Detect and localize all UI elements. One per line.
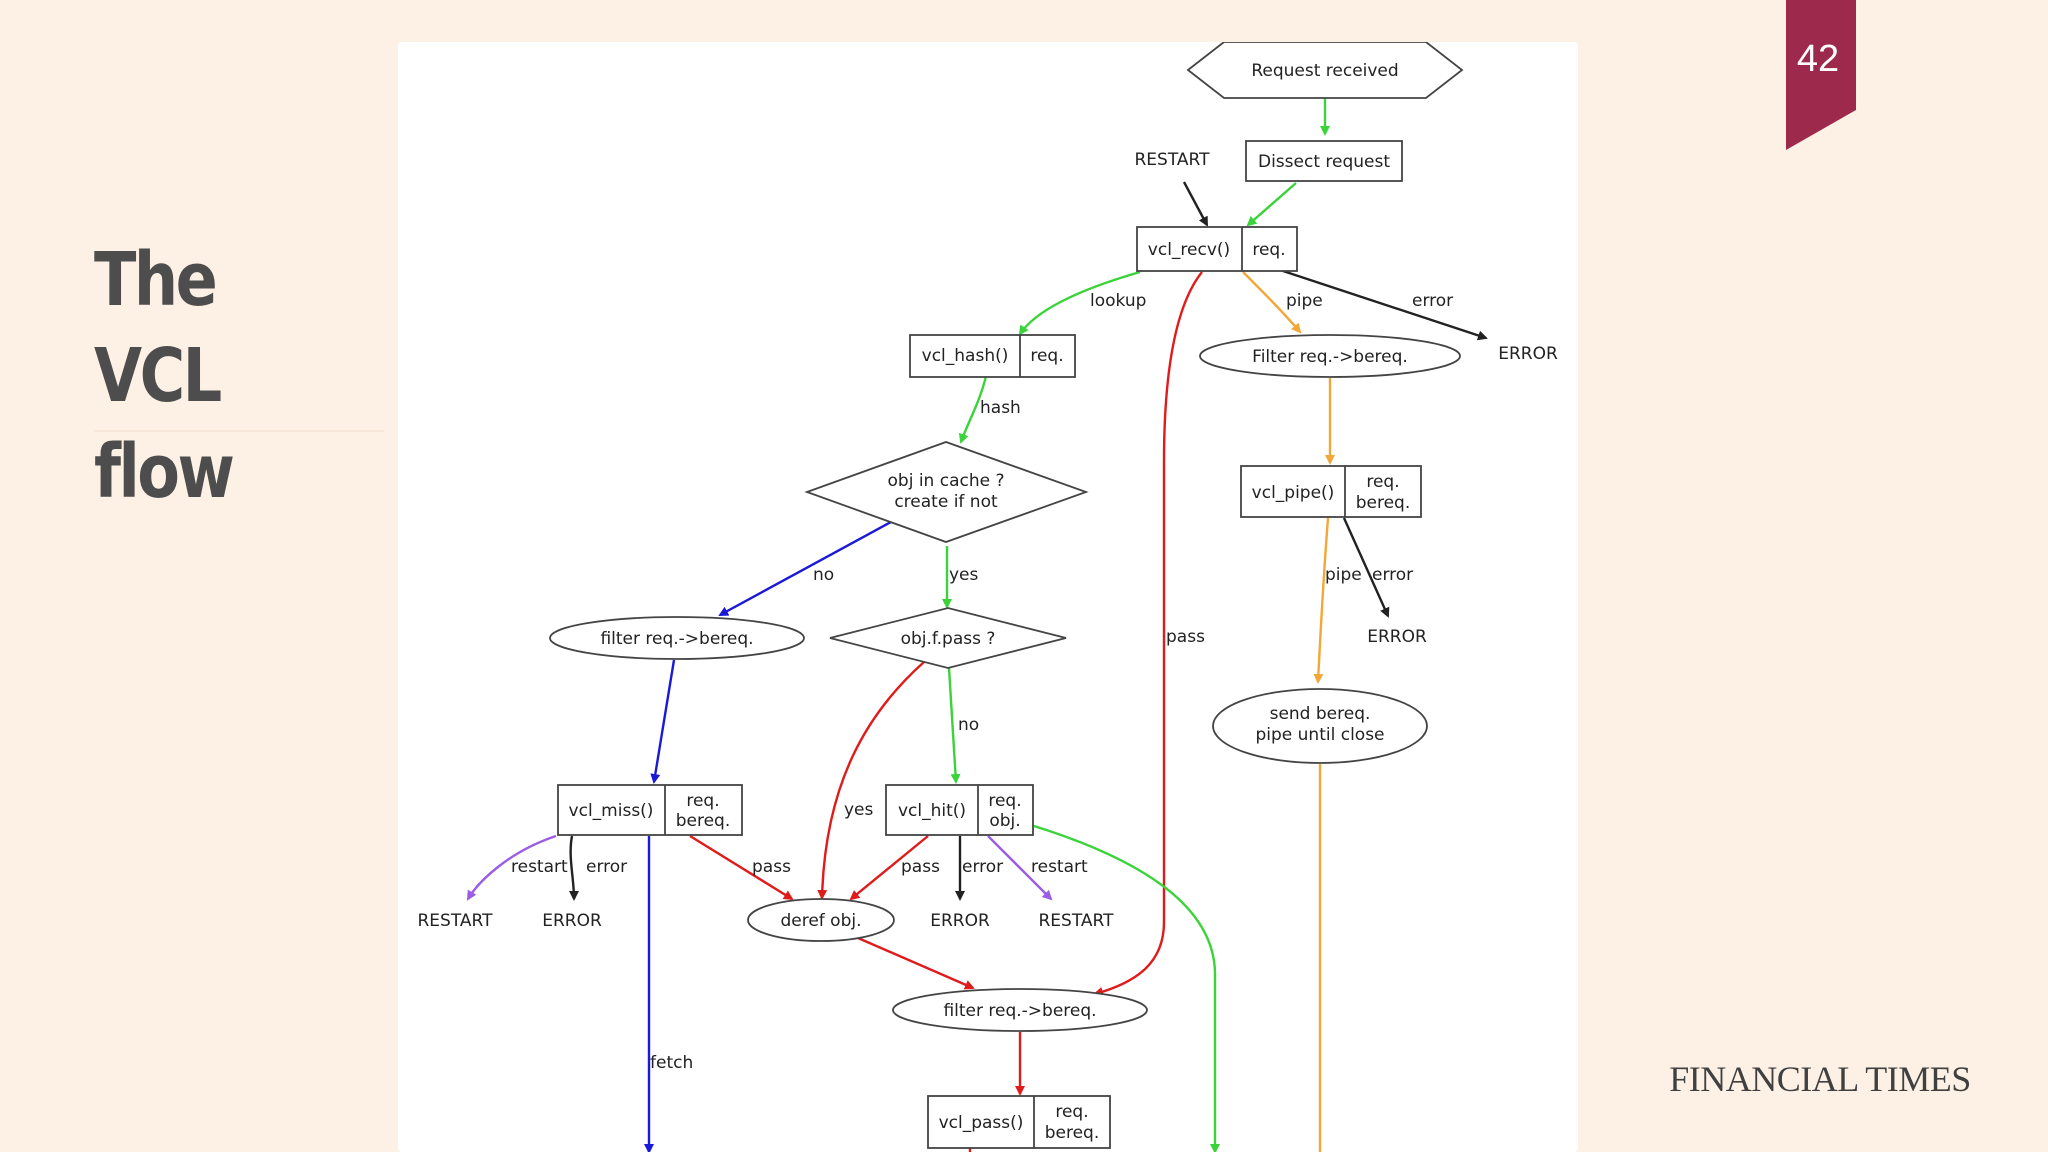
edge-pass-yes	[817, 661, 925, 900]
edge-label-error-pipe: error	[1372, 565, 1413, 585]
node-obj-in-cache-label-1: obj in cache ?	[888, 471, 1005, 491]
node-filter-pipe-label: Filter req.->bereq.	[1252, 347, 1408, 367]
node-deref-obj-label: deref obj.	[780, 911, 861, 931]
page-number: 42	[1796, 38, 1840, 80]
terminal-error-miss: ERROR	[542, 911, 602, 931]
title-divider	[94, 430, 384, 432]
terminal-restart-top: RESTART	[1135, 150, 1211, 170]
node-vcl-recv-label: vcl_recv()	[1148, 240, 1230, 260]
edge-label-no-pass: no	[958, 715, 979, 735]
node-vcl-hash	[909, 334, 1076, 378]
edge-hash	[958, 375, 988, 444]
terminal-restart-hit: RESTART	[1039, 911, 1115, 931]
edge-recv-lookup	[1018, 270, 1141, 336]
edge-label-restart-hit: restart	[1031, 857, 1088, 877]
node-vcl-recv-req-label: req.	[1252, 240, 1285, 260]
edge-restart-to-recv	[1182, 181, 1209, 227]
node-obj-in-cache-label-2: create if not	[894, 492, 998, 512]
node-obj-in-cache	[804, 441, 1089, 543]
edge-label-no-cache: no	[813, 565, 834, 585]
node-vcl-hit	[885, 784, 1034, 836]
node-vcl-miss	[557, 784, 743, 836]
edge-label-fetch: fetch	[650, 1053, 693, 1073]
node-obj-f-pass-label: obj.f.pass ?	[901, 629, 996, 649]
node-vcl-miss-req-label: req.	[686, 791, 719, 811]
edge-filter-to-miss	[650, 659, 676, 784]
edge-label-pass-hit: pass	[901, 857, 940, 877]
slide-title-line-2: flow	[94, 429, 235, 515]
node-filter-miss-label: filter req.->bereq.	[600, 629, 753, 649]
terminal-error-hit: ERROR	[930, 911, 990, 931]
node-vcl-pass	[927, 1095, 1111, 1149]
edge-pipe-pipe	[1313, 517, 1330, 684]
edge-deref-to-filter	[857, 936, 975, 990]
page-number-tab	[1786, 0, 1856, 150]
node-filter-pipe	[1199, 334, 1461, 378]
node-vcl-pass-bereq-label: bereq.	[1045, 1123, 1100, 1143]
terminal-restart-miss: RESTART	[418, 911, 494, 931]
edge-pass-no	[947, 667, 961, 784]
node-vcl-recv	[1136, 226, 1298, 272]
edge-label-lookup: lookup	[1090, 291, 1146, 311]
edge-hit-pass	[849, 835, 929, 901]
edge-dissect-to-recv	[1246, 182, 1297, 227]
node-vcl-hit-obj-label: obj.	[989, 811, 1020, 831]
node-vcl-miss-bereq-label: bereq.	[676, 811, 731, 831]
node-filter-pass	[892, 988, 1148, 1032]
slide-title: The VCL flow	[94, 232, 346, 520]
diagram-panel: Request received Dissect request vcl_rec…	[398, 42, 1578, 1152]
node-vcl-pass-req-label: req.	[1055, 1102, 1088, 1122]
edge-label-error-hit: error	[962, 857, 1003, 877]
node-send-bereq	[1212, 688, 1428, 764]
edge-label-error-recv: error	[1412, 291, 1453, 311]
brand-logo: FINANCIAL TIMES	[1669, 1059, 1971, 1099]
edge-recv-pipe	[1242, 271, 1302, 334]
edge-label-yes-pass: yes	[844, 800, 874, 820]
node-vcl-pass-label: vcl_pass()	[939, 1113, 1024, 1133]
terminal-error-recv: ERROR	[1498, 344, 1558, 364]
node-request-received	[1186, 42, 1464, 99]
edge-label-yes-cache: yes	[949, 565, 979, 585]
node-filter-miss	[549, 616, 805, 660]
node-send-bereq-label-1: send bereq.	[1270, 704, 1371, 724]
node-vcl-pipe	[1240, 465, 1422, 518]
edge-label-hash: hash	[980, 398, 1021, 418]
edge-label-restart-miss: restart	[511, 857, 568, 877]
edge-cache-no	[718, 520, 892, 617]
node-dissect-request-label: Dissect request	[1258, 152, 1390, 172]
node-vcl-hit-label: vcl_hit()	[898, 801, 966, 821]
edge-pipe-error	[1342, 517, 1390, 618]
node-vcl-hit-req-label: req.	[988, 791, 1021, 811]
node-filter-pass-label: filter req.->bereq.	[943, 1001, 1096, 1021]
node-vcl-pipe-bereq-label: bereq.	[1356, 493, 1411, 513]
node-vcl-pipe-req-label: req.	[1366, 472, 1399, 492]
node-obj-f-pass	[829, 607, 1067, 669]
vcl-flow-diagram: Request received Dissect request vcl_rec…	[418, 42, 1558, 1152]
edge-miss-restart	[466, 834, 557, 901]
edge-recv-error	[1279, 268, 1488, 341]
node-vcl-hash-req-label: req.	[1030, 346, 1063, 366]
edge-label-pipe-pipe: pipe	[1325, 565, 1362, 585]
node-vcl-miss-label: vcl_miss()	[569, 801, 654, 821]
node-deref-obj	[747, 898, 895, 942]
terminal-error-pipe: ERROR	[1367, 627, 1427, 647]
edge-hit-deliver	[1033, 824, 1220, 1152]
node-request-received-label: Request received	[1251, 61, 1398, 81]
edge-label-pass-miss: pass	[752, 857, 791, 877]
node-vcl-pipe-label: vcl_pipe()	[1252, 483, 1335, 503]
edge-label-pipe-recv: pipe	[1286, 291, 1323, 311]
edge-label-error-miss: error	[586, 857, 627, 877]
edge-hit-restart	[987, 835, 1053, 901]
node-send-bereq-label-2: pipe until close	[1255, 725, 1384, 745]
edge-label-pass-recv: pass	[1166, 627, 1205, 647]
edge-miss-pass	[689, 834, 794, 901]
edge-recv-pass	[1093, 271, 1203, 997]
slide-title-line-1: The VCL	[94, 237, 222, 419]
node-dissect-request	[1245, 140, 1403, 182]
edge-miss-error	[568, 835, 579, 901]
node-vcl-hash-label: vcl_hash()	[922, 346, 1009, 366]
page-tab-shape	[1786, 0, 1856, 150]
